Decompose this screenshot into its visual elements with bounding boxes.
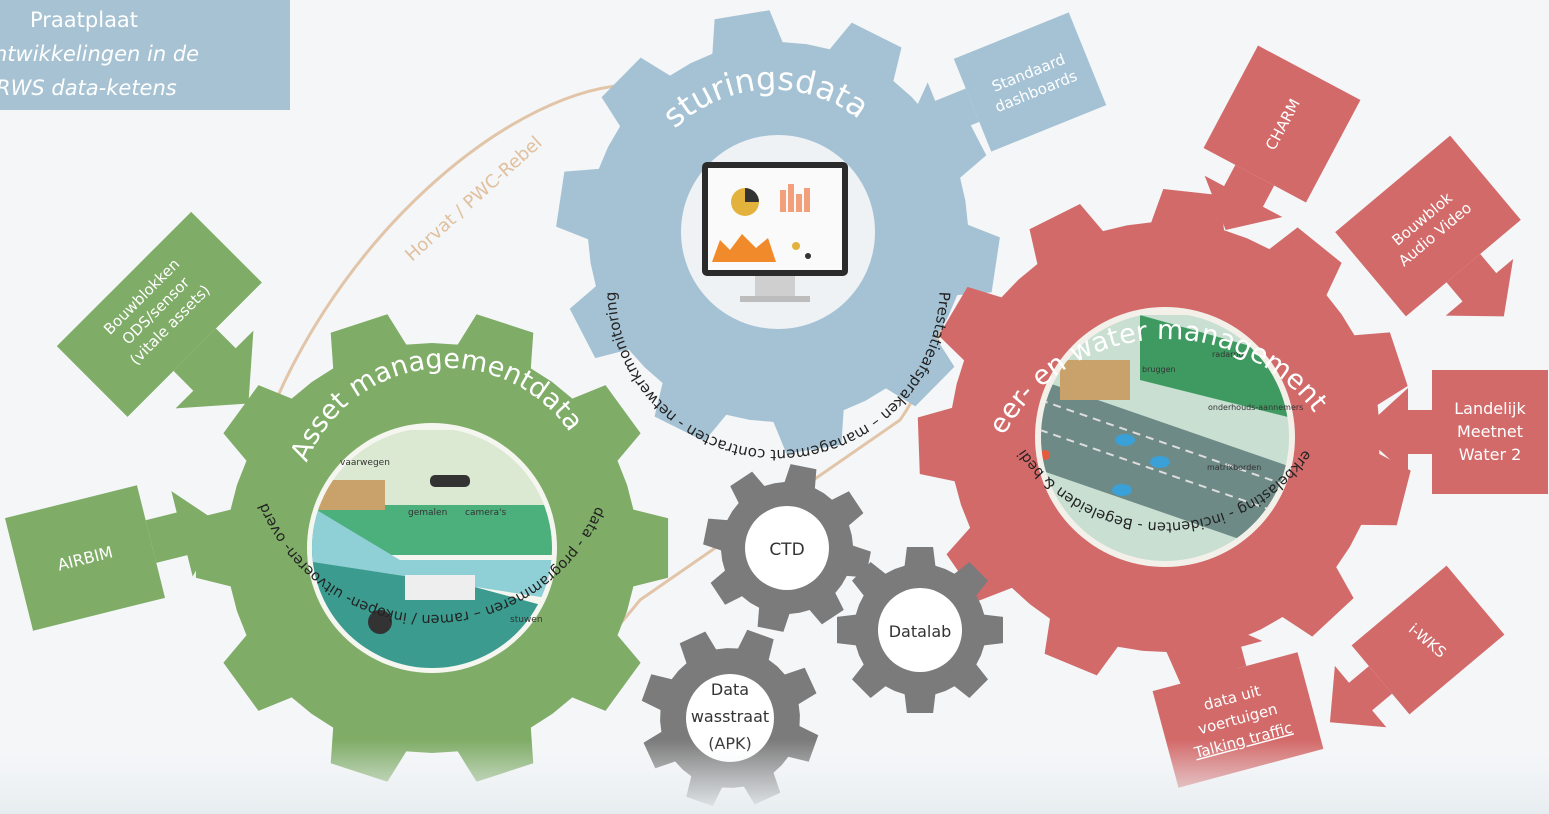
svg-text:Water 2: Water 2: [1459, 445, 1522, 464]
arrow-airbim: AIRBIM: [4, 485, 221, 631]
arrow-bouwblokken-ods: Bouwblokken ODS/sensor (vitale assets): [56, 211, 262, 417]
title-line-3: RWS data-ketens: [0, 76, 177, 100]
datalab-inner: [878, 588, 962, 672]
title-line-2: ntwikkelingen in de: [0, 42, 200, 66]
svg-text:Landelijk: Landelijk: [1454, 399, 1526, 418]
title-box: Praatplaat ntwikkelingen in de RWS data-…: [0, 0, 290, 110]
bottom-fade: [0, 740, 1549, 814]
datawasstraat-line-2: wasstraat: [691, 707, 769, 726]
arrow-iwks: i-WKS: [1329, 565, 1505, 728]
verkeer-label-bruggen: bruggen: [1142, 365, 1176, 374]
verkeer-label-radarpost: radarpo: [1212, 350, 1244, 359]
title-line-1: Praatplaat: [30, 8, 139, 32]
verkeer-road-illustration: [1041, 315, 1289, 561]
asset-label-vaarwegen: vaarwegen: [340, 458, 390, 468]
ctd-label: CTD: [769, 540, 804, 560]
arrow-bouwblok-audio-video: Bouwblok Audio Video: [1335, 135, 1521, 317]
asset-label-cameras: camera's: [465, 508, 506, 518]
ctd-inner: [745, 506, 829, 590]
datalab-label: Datalab: [889, 622, 952, 641]
svg-text:Meetnet: Meetnet: [1457, 422, 1523, 441]
asset-label-gemalen: gemalen: [408, 508, 447, 518]
arrow-landelijk-meetnet: Landelijk Meetnet Water 2: [1360, 370, 1548, 494]
orbit-label: Horvat / PWC-Rebel: [401, 132, 546, 265]
monitor-icon: [702, 162, 848, 302]
arrow-standaard-dashboards: Standaard dashboards: [904, 12, 1107, 153]
verkeer-label-aannemers: onderhouds-aannemers: [1208, 403, 1303, 412]
verkeer-label-matrixborden: matrixborden: [1207, 463, 1261, 472]
arrow-charm: CHARM: [1203, 45, 1361, 230]
datawasstraat-line-1: Data: [711, 680, 749, 699]
asset-label-stuwen: stuwen: [510, 615, 543, 625]
